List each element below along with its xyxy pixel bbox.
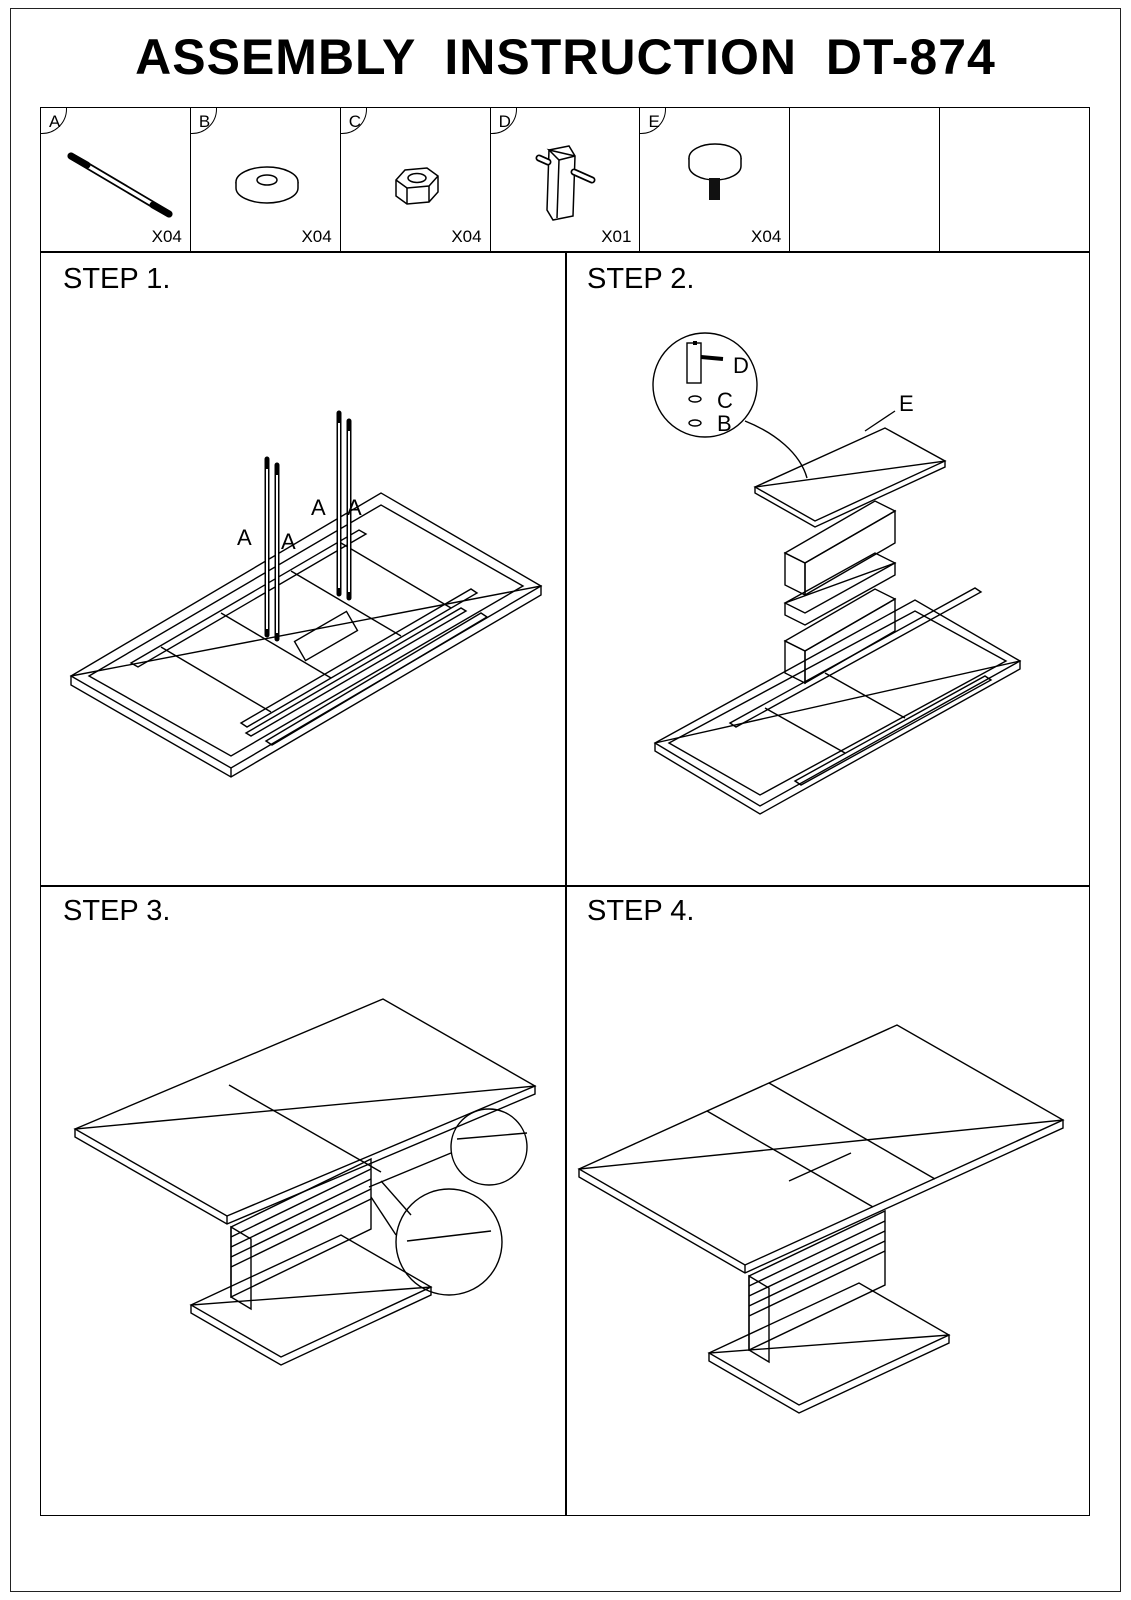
page-frame xyxy=(10,8,1121,1592)
socket-wrench-icon xyxy=(535,145,596,221)
step-4-panel: STEP 4. xyxy=(565,885,1091,1517)
step-3-illustration xyxy=(73,998,537,1366)
part-cell-a: A X04 xyxy=(41,108,191,251)
step2-callout-e: E xyxy=(899,391,914,416)
step-3-panel: STEP 3. xyxy=(41,885,565,1517)
part-cell-c: C X04 xyxy=(340,108,491,251)
step2-callout-b: B xyxy=(717,411,732,436)
step-1-illustration: A A A A xyxy=(69,410,543,778)
step-1-panel: STEP 1. xyxy=(41,253,565,885)
step-label: STEP 2. xyxy=(587,263,695,295)
part-quantity: X04 xyxy=(301,227,332,246)
step1-callout-a: A xyxy=(311,495,326,520)
divider xyxy=(41,885,1089,887)
part-quantity: X04 xyxy=(451,227,482,246)
step1-callout-a: A xyxy=(237,525,252,550)
part-cell-empty xyxy=(940,108,1089,251)
washer-icon xyxy=(235,166,299,204)
step-2-panel: STEP 2. xyxy=(565,253,1091,885)
divider xyxy=(565,253,567,1515)
step-4-illustration xyxy=(577,1024,1065,1414)
part-cell-b: B X04 xyxy=(190,108,341,251)
steps-grid: STEP 1. xyxy=(40,252,1090,1516)
parts-table: A X04 B X04 C X04 D xyxy=(40,107,1090,252)
step2-callout-c: C xyxy=(717,388,733,413)
step2-callout-d: D xyxy=(733,353,749,378)
part-quantity: X04 xyxy=(151,227,182,246)
part-cell-d: D X01 xyxy=(490,108,641,251)
step-2-illustration: D C B E xyxy=(652,332,1022,815)
step1-callout-a: A xyxy=(281,529,296,554)
part-cell-e: E X04 xyxy=(640,108,791,251)
step-label: STEP 4. xyxy=(587,895,695,927)
page-title: ASSEMBLY INSTRUCTION DT-874 xyxy=(135,29,996,85)
step-label: STEP 1. xyxy=(63,263,171,295)
step1-callout-a: A xyxy=(347,495,362,520)
part-letter: B xyxy=(198,112,211,131)
hex-nut-icon xyxy=(394,167,439,205)
leveling-foot-icon xyxy=(688,143,743,200)
step-label: STEP 3. xyxy=(63,895,171,927)
part-quantity: X04 xyxy=(751,227,782,246)
threaded-rod-icon xyxy=(67,152,173,218)
part-letter: C xyxy=(348,112,361,131)
part-letter: E xyxy=(648,112,660,131)
part-letter: D xyxy=(498,112,511,131)
part-quantity: X01 xyxy=(601,227,632,246)
part-cell-empty xyxy=(790,108,941,251)
part-letter: A xyxy=(49,112,61,131)
